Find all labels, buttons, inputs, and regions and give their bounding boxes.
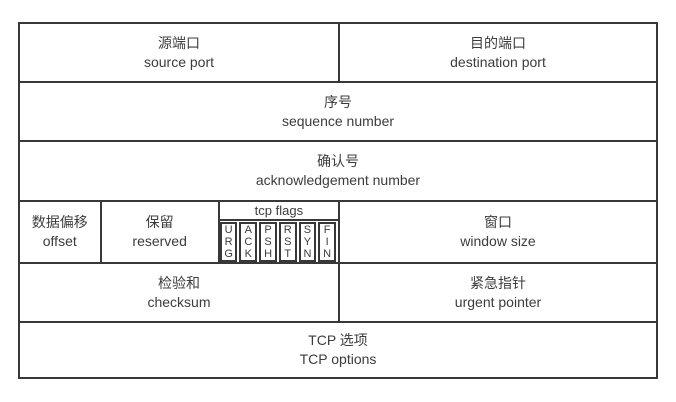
row-tcp-options: TCP 选项 TCP options xyxy=(20,321,656,377)
cell-reserved: 保留 reserved xyxy=(99,202,218,262)
row-sequence-number: 序号 sequence number xyxy=(20,81,656,140)
cell-urgent-pointer: 紧急指针 urgent pointer xyxy=(338,264,656,321)
row-checksum-urgent: 检验和 checksum 紧急指针 urgent pointer xyxy=(20,262,656,321)
cell-source-port: 源端口 source port xyxy=(20,24,338,81)
sequence-number-label-zh: 序号 xyxy=(324,93,352,110)
cell-tcp-flags: tcp flags U R G A C K P S H R S T S Y N … xyxy=(217,202,338,262)
flag-box-urg: U R G xyxy=(219,222,238,262)
reserved-label-en: reserved xyxy=(132,233,187,249)
row-ports: 源端口 source port 目的端口 destination port xyxy=(20,24,656,81)
cell-window-size: 窗口 window size xyxy=(337,202,656,262)
tcp-flags-header-label: tcp flags xyxy=(219,202,338,221)
tcp-options-label-zh: TCP 选项 xyxy=(308,332,368,349)
reserved-label-zh: 保留 xyxy=(145,214,174,231)
checksum-label-en: checksum xyxy=(147,293,211,310)
row-acknowledgement-number: 确认号 acknowledgement number xyxy=(20,140,656,200)
destination-port-label-zh: 目的端口 xyxy=(470,34,526,51)
tcp-flags-boxes: U R G A C K P S H R S T S Y N F I N xyxy=(219,221,338,262)
source-port-label-zh: 源端口 xyxy=(158,34,200,51)
destination-port-label-en: destination port xyxy=(450,53,546,70)
data-offset-label-zh: 数据偏移 xyxy=(31,214,88,231)
tcp-options-label-en: TCP options xyxy=(299,351,377,367)
cell-sequence-number: 序号 sequence number xyxy=(20,83,656,140)
acknowledgement-number-label-en: acknowledgement number xyxy=(255,172,421,188)
flag-box-fin: F I N xyxy=(318,222,336,262)
window-size-label-en: window size xyxy=(460,233,536,249)
acknowledgement-number-label-zh: 确认号 xyxy=(317,153,359,170)
cell-destination-port: 目的端口 destination port xyxy=(338,24,656,81)
data-offset-label-en: offset xyxy=(42,233,77,249)
tcp-header-table: 源端口 source port 目的端口 destination port 序号… xyxy=(18,22,658,379)
row-offset-flags-window: 数据偏移 offset 保留 reserved tcp flags U R G … xyxy=(20,200,656,262)
cell-acknowledgement-number: 确认号 acknowledgement number xyxy=(20,142,656,200)
window-size-label-zh: 窗口 xyxy=(483,214,512,231)
flag-box-ack: A C K xyxy=(239,222,258,262)
flag-box-psh: P S H xyxy=(259,222,277,262)
sequence-number-label-en: sequence number xyxy=(281,112,395,129)
urgent-pointer-label-en: urgent pointer xyxy=(454,293,542,310)
checksum-label-zh: 检验和 xyxy=(158,274,200,291)
cell-data-offset: 数据偏移 offset xyxy=(20,202,100,262)
source-port-label-en: source port xyxy=(143,53,215,70)
flag-box-syn: S Y N xyxy=(298,222,317,262)
cell-checksum: 检验和 checksum xyxy=(20,264,338,321)
urgent-pointer-label-zh: 紧急指针 xyxy=(470,274,526,291)
flag-box-rst: R S T xyxy=(278,222,297,262)
cell-tcp-options: TCP 选项 TCP options xyxy=(20,323,656,377)
